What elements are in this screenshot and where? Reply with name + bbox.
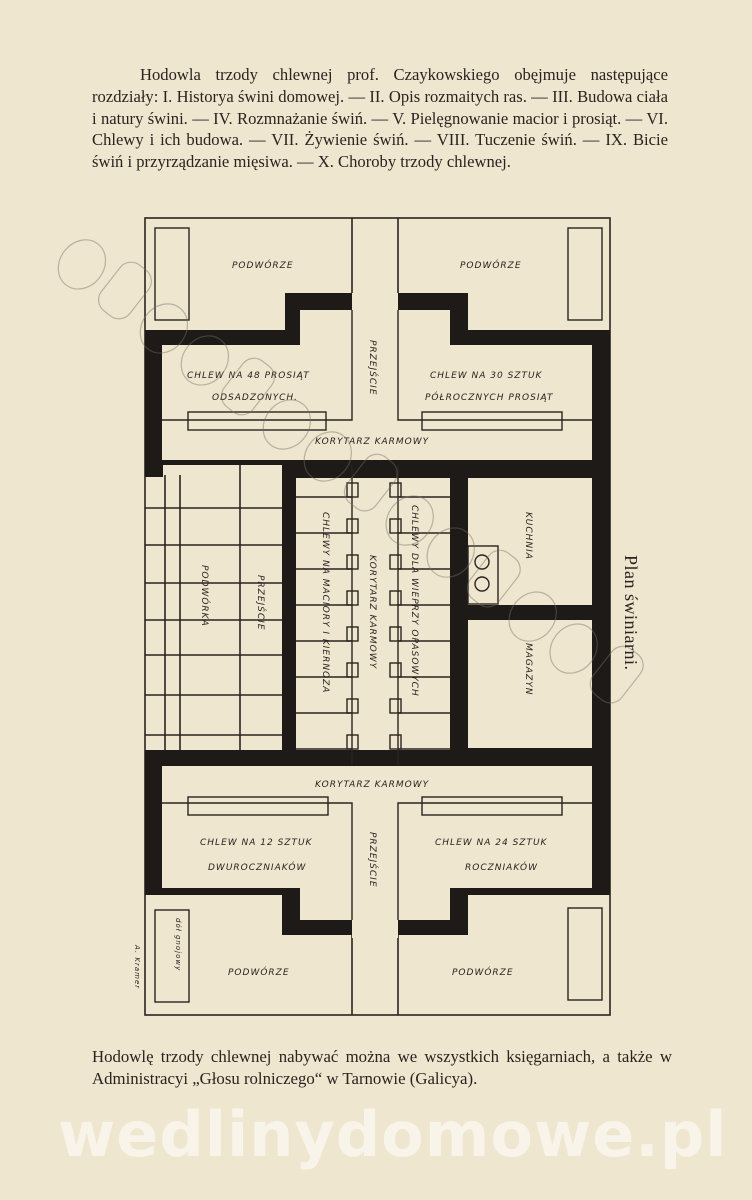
label-passage: PRZEJŚCIE <box>367 340 379 396</box>
manure-pit <box>154 227 190 321</box>
plan-title: Plan świniarni. <box>621 555 641 671</box>
label-courtyard: PODWÓRZE <box>232 259 294 271</box>
label-corridor: KORYTARZ KARMOWY <box>315 780 430 790</box>
feeding-trough <box>389 518 402 534</box>
label-room: ROCZNIAKÓW <box>465 861 538 873</box>
label-pit: dół gnojowy <box>174 918 182 971</box>
stove <box>467 545 499 605</box>
label-room: DWUROCZNIAKÓW <box>208 861 306 873</box>
feeding-trough <box>389 554 402 570</box>
feeding-trough <box>346 518 359 534</box>
footer-paragraph: Hodowlę trzody chlewnej nabywać można we… <box>92 1047 672 1088</box>
label-room: PÓŁROCZNYCH PROSIĄT <box>425 391 554 403</box>
label-room: ODSADZONYCH. <box>212 393 298 403</box>
feeding-trough <box>389 662 402 678</box>
label-room: CHLEW NA 48 PROSIĄT <box>187 371 310 381</box>
feeding-trough <box>389 626 402 642</box>
label-small-yards: PODWÓRKA <box>199 565 211 627</box>
feeding-trough <box>389 698 402 714</box>
label-corridor: KORYTARZ KARMOWY <box>367 555 377 670</box>
manure-pit <box>154 909 190 1003</box>
feeding-trough <box>346 662 359 678</box>
label-courtyard: PODWÓRZE <box>460 259 522 271</box>
draftsman-signature: A. Kramer <box>133 944 141 989</box>
label-room: CHLEW NA 24 SZTUK <box>435 838 548 848</box>
feeding-trough <box>346 590 359 606</box>
manure-pit <box>567 227 603 321</box>
label-room: CHLEW NA 30 SZTUK <box>430 371 543 381</box>
feeding-trough <box>346 698 359 714</box>
label-courtyard: PODWÓRZE <box>228 966 290 978</box>
watermark-bottom: wedlinydomowe.pl <box>58 1098 728 1171</box>
label-corridor: KORYTARZ KARMOWY <box>315 437 430 447</box>
label-passage: PRZEJŚCIE <box>367 832 379 888</box>
label-stalls: CHLEWY DLA WIEPRZY OPASOWYCH <box>409 505 419 697</box>
feeding-trough <box>346 626 359 642</box>
feeding-trough <box>389 590 402 606</box>
manure-pit <box>567 907 603 1001</box>
label-room: CHLEW NA 12 SZTUK <box>200 838 313 848</box>
feeding-trough <box>389 734 402 750</box>
label-stalls: CHLEWY NA MACIORY I KIERNOZA <box>320 512 330 693</box>
intro-text: Hodowla trzody chlewnej prof. Czaykowski… <box>92 65 668 172</box>
label-kitchen: KUCHNIA <box>523 512 533 560</box>
feeding-trough <box>346 734 359 750</box>
feeding-trough <box>389 482 402 498</box>
intro-paragraph: Hodowla trzody chlewnej prof. Czaykowski… <box>92 64 668 173</box>
feeding-trough <box>346 554 359 570</box>
label-courtyard: PODWÓRZE <box>452 966 514 978</box>
label-passage: PRZEJŚCIE <box>255 575 267 631</box>
feeding-trough <box>346 482 359 498</box>
label-storage: MAGAZYN <box>523 643 533 695</box>
